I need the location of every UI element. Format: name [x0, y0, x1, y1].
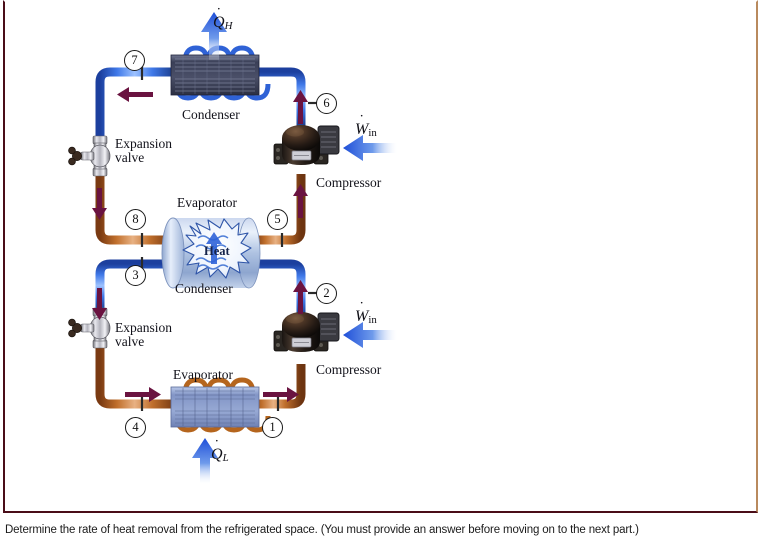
state-point-8: 8	[125, 209, 146, 230]
heat-in-arrow-lower	[192, 438, 218, 484]
expansion-valve-label-lower-line1: Expansion	[115, 320, 172, 335]
condenser-label-cascade-bottom: Condenser	[175, 281, 233, 296]
expansion-valve-label-lower-line2: valve	[115, 334, 145, 350]
evaporator-lower	[170, 377, 271, 433]
expansion-valve-upper	[68, 135, 111, 177]
state-point-7: 7	[124, 50, 145, 71]
heat-label-cascade: Heat	[204, 244, 230, 258]
expansion-valve-label-lower: Expansion valve	[115, 320, 172, 350]
work-in-label-lower: ˙Win	[355, 299, 377, 326]
diagram-panel: ˙QH Condenser Expansion valve ˙Win Compr…	[3, 0, 758, 513]
condenser-upper	[170, 45, 271, 101]
expansion-valve-lower	[68, 307, 111, 349]
question-caption: Determine the rate of heat removal from …	[5, 524, 639, 536]
lower-cycle-piping	[95, 259, 306, 409]
state-point-1: 1	[262, 417, 283, 438]
state-point-5: 5	[267, 209, 288, 230]
compressor-upper	[273, 125, 340, 165]
heat-in-label-lower: ˙QL	[211, 437, 229, 464]
upper-cycle-piping	[95, 67, 306, 245]
cascade-heat-exchanger	[161, 217, 261, 289]
compressor-label-upper: Compressor	[316, 175, 382, 190]
work-in-label-upper: ˙Win	[355, 112, 377, 139]
diagram-canvas	[68, 12, 397, 484]
heat-out-label-upper: ˙QH	[213, 5, 233, 32]
compressor-lower	[273, 312, 340, 352]
state-point-4: 4	[125, 417, 146, 438]
flow-direction-arrows	[92, 87, 308, 402]
evaporator-label-cascade-top: Evaporator	[177, 195, 237, 210]
heat-out-arrow-upper	[201, 12, 227, 60]
state-point-6: 6	[316, 93, 337, 114]
state-point-2: 2	[316, 283, 337, 304]
work-in-arrow-lower	[343, 322, 397, 348]
compressor-label-lower: Compressor	[316, 362, 382, 377]
expansion-valve-label-upper-line1: Expansion	[115, 136, 172, 151]
condenser-label-upper: Condenser	[182, 107, 240, 122]
cascade-cycle-diagram: ˙QH Condenser Expansion valve ˙Win Compr…	[5, 2, 760, 511]
state-point-3: 3	[125, 265, 146, 286]
expansion-valve-label-upper: Expansion valve	[115, 136, 172, 166]
work-in-arrow-upper	[343, 135, 397, 161]
expansion-valve-label-upper-line2: valve	[115, 150, 145, 166]
evaporator-label-lower: Evaporator	[173, 367, 233, 382]
